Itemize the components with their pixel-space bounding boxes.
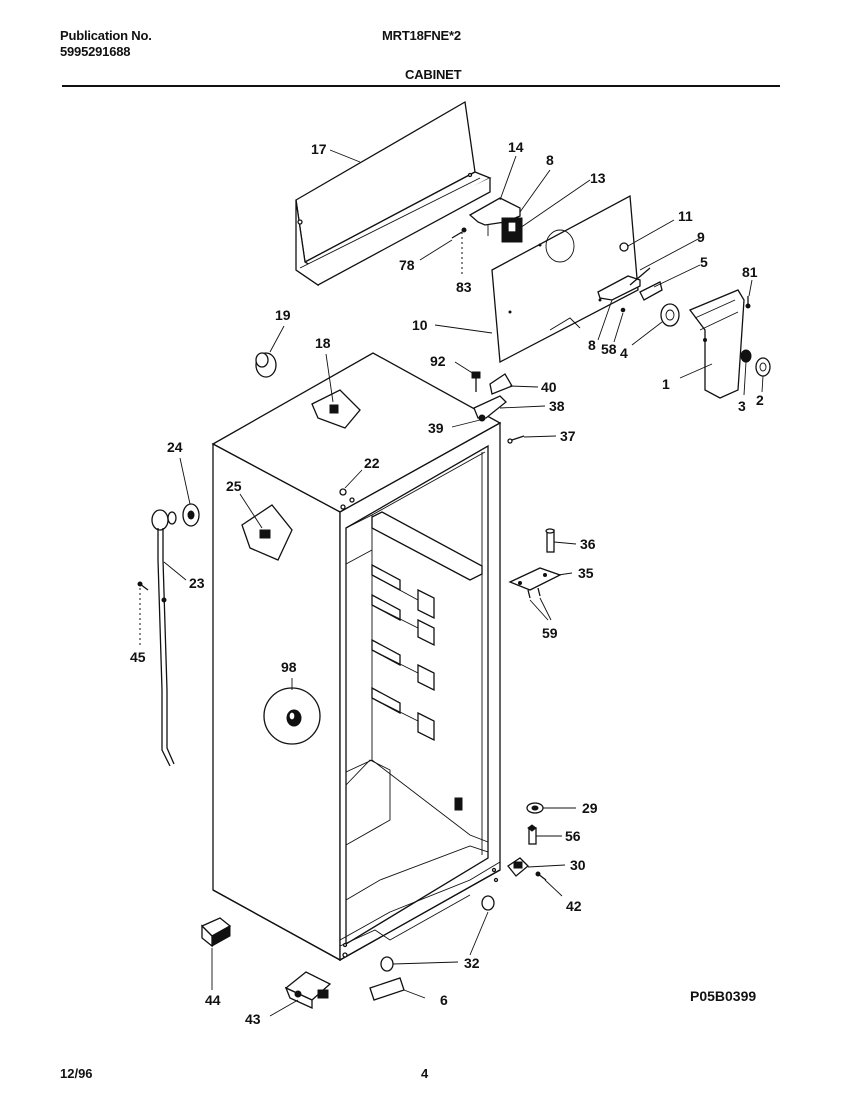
part-30-bracket [507,857,529,877]
callout-22: 22 [364,455,380,471]
callout-59: 59 [542,625,558,641]
part-5-shaft [639,281,663,301]
publication-number: 5995291688 [60,44,131,59]
callout-6: 6 [440,992,448,1008]
callout-38: 38 [549,398,565,414]
callout-17: 17 [311,141,327,157]
callout-19: 19 [275,307,291,323]
publication-label: Publication No. [60,28,152,43]
callout-18: 18 [315,335,331,351]
callout-35: 35 [578,565,594,581]
callout-8-top: 8 [546,152,554,168]
part-59-screws [527,587,541,599]
part-32-plug-b [380,956,394,972]
callout-30: 30 [570,857,586,873]
part-44-block [200,917,232,948]
part-42-screw [535,871,547,881]
callout-2: 2 [756,392,764,408]
model-number: MRT18FNE*2 [382,28,461,43]
part-29-washer [526,802,544,814]
header-rule [62,85,780,87]
part-10-panel [491,194,639,364]
callout-24: 24 [167,439,183,455]
callout-45: 45 [130,649,146,665]
part-39-pin [478,414,486,422]
footer-date: 12/96 [60,1066,93,1081]
callout-29: 29 [582,800,598,816]
leader-lines [139,149,764,1017]
part-92-bolt [471,371,481,392]
part-13-control [501,217,523,243]
part-81-screw [745,296,751,309]
callout-58: 58 [601,341,617,357]
callout-83: 83 [456,279,472,295]
part-45-screw [137,581,149,591]
callout-4: 4 [620,345,628,361]
callout-labels: 17 14 8 13 11 9 5 81 78 83 19 10 8 58 4 … [130,139,764,1027]
callout-3: 3 [738,398,746,414]
part-19-plug [255,352,277,378]
part-6-kick-plate [369,977,405,1001]
callout-36: 36 [580,536,596,552]
part-43-foot [284,971,332,1010]
part-40-hinge-cover [489,373,513,395]
part-11-washer [619,242,629,252]
drawing-code: P05B0399 [690,988,756,1004]
callout-8-lower: 8 [588,337,596,353]
callout-1: 1 [662,376,670,392]
cabinet-body [211,352,502,962]
callout-42: 42 [566,898,582,914]
part-23-rod [151,509,177,767]
section-title: CABINET [405,67,462,82]
callout-78: 78 [399,257,415,273]
callout-81: 81 [742,264,758,280]
part-25-side-plate [241,504,293,561]
part-37-screw [507,435,525,444]
part-35-lower-hinge [508,567,562,591]
part-56-stud [527,824,537,845]
part-4-knob [660,303,680,327]
part-38-hinge [473,395,507,419]
callout-5: 5 [700,254,708,270]
callout-11: 11 [678,208,693,224]
part-58-pin [620,307,626,313]
callout-9: 9 [697,229,705,245]
part-32-plug-a [481,895,495,911]
callout-43: 43 [245,1011,261,1027]
callout-98: 98 [281,659,297,675]
callout-56: 56 [565,828,581,844]
part-1-handle [688,289,745,399]
callout-23: 23 [189,575,205,591]
part-9-lever [597,267,651,301]
callout-13: 13 [590,170,606,186]
callout-40: 40 [541,379,557,395]
callout-10: 10 [412,317,428,333]
callout-14: 14 [508,139,524,155]
part-17-top-trim [295,100,492,287]
part-22-stud [339,488,347,496]
callout-37: 37 [560,428,576,444]
part-18-hinge-plate [311,389,361,429]
callout-32: 32 [464,955,480,971]
part-98-plug [263,687,321,745]
part-78-screw [451,227,467,239]
footer-page: 4 [421,1066,429,1081]
callout-39: 39 [428,420,444,436]
callout-25: 25 [226,478,242,494]
part-2-cap [755,357,771,377]
part-36-stud [545,528,555,553]
part-24-washer [182,503,200,527]
callout-92: 92 [430,353,446,369]
door-shelf-brackets [371,563,435,742]
callout-44: 44 [205,992,221,1008]
part-3-washer [740,349,752,363]
